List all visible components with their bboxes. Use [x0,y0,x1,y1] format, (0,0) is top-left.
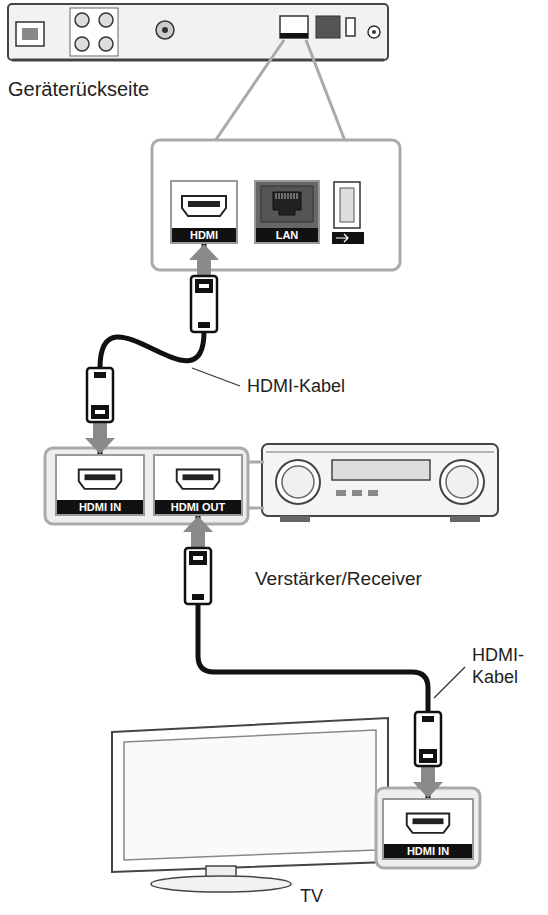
insert-arrow [197,258,211,276]
cable-label: HDMI-Kabel [245,375,347,397]
insert-arrow [421,766,435,784]
device-label: Geräterückseite [8,78,149,101]
port-label: HDMI [172,228,236,242]
cable-label: HDMI- Kabel [470,644,536,688]
amplifier-receiver: Verstärker/ReceiverHDMI INHDMI OUT [45,440,503,528]
port-label: HDMI OUT [155,500,241,514]
hdmi-plug [87,368,113,422]
leader-line [434,667,465,698]
insert-arrow [93,422,107,440]
hdmi-cable [198,516,428,798]
hdmi-in-port: HDMI IN [382,798,474,860]
hdmi-plug [415,712,441,766]
device-rear: Geräterückseite [8,4,388,62]
hdmi-port: HDMI [170,180,238,244]
device-label: TV [300,886,323,907]
hdmi-plug [191,276,217,332]
port-label: HDMI IN [384,844,472,858]
port-label: HDMI IN [57,500,143,514]
insert-arrow [191,530,205,548]
device-rear-illustration [8,4,388,60]
hdmi-in-port: HDMI IN [55,454,145,516]
leader-line [192,368,240,386]
hdmi-cable [100,244,204,454]
usb-port [332,182,364,244]
lan-port: LAN [254,180,320,244]
hdmi-plug [185,548,211,604]
hdmi-out-port: HDMI OUT [153,454,243,516]
device-label: Verstärker/Receiver [255,568,422,590]
amplifier-illustration [45,444,498,524]
port-label: LAN [256,228,318,242]
zoom-callout [152,40,400,270]
television: TVHDMI IN [110,718,482,886]
